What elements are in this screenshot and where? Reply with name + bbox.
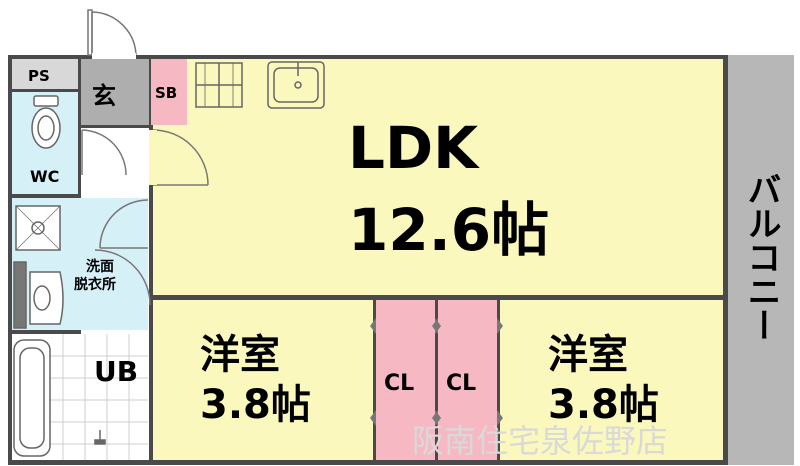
door-swing-icon (87, 9, 137, 56)
washing-machine-icon (15, 205, 61, 251)
western-room-1 (153, 300, 373, 460)
pipe-space-label: PS (28, 67, 50, 85)
ldk-room (153, 59, 723, 295)
entrance-opening (92, 53, 136, 59)
wash-basin-icon (13, 261, 64, 329)
ldk-label: LDK (348, 114, 480, 182)
genkan (81, 59, 149, 125)
closet-2-label: CL (446, 371, 476, 396)
balcony-label: バルコニー (741, 172, 781, 342)
western-room-1-label: 洋室 (200, 332, 280, 378)
door-swing-icon (81, 129, 209, 306)
shoe-box-label: SB (155, 84, 177, 102)
ldk-size: 12.6帖 (348, 196, 549, 264)
pipe-space (12, 59, 78, 89)
bathtub-icon (13, 339, 106, 457)
closet-door-marks (370, 318, 503, 426)
closet-1-label: CL (384, 371, 414, 396)
washroom-label-1: 洗面 (86, 258, 114, 275)
stove-icon (195, 62, 243, 108)
ldk-door-opening (149, 130, 157, 185)
balcony-area (728, 55, 794, 465)
western-room-2-label: 洋室 (548, 332, 628, 378)
washroom-label-2: 脱衣所 (74, 276, 116, 293)
western-room-2-size: 3.8帖 (548, 382, 659, 428)
watermark: 阪南住宅泉佐野店 (412, 422, 668, 460)
sink-icon (267, 61, 325, 109)
western-room-1-size: 3.8帖 (200, 382, 311, 428)
toilet-icon (31, 95, 61, 149)
closet-2 (438, 300, 497, 460)
toilet-label: WC (30, 167, 59, 186)
shoe-box (151, 59, 187, 125)
genkan-label: 玄 (92, 82, 116, 110)
western-room-2 (500, 300, 723, 460)
closet-1 (376, 300, 435, 460)
unit-bath-label: UB (94, 355, 138, 388)
